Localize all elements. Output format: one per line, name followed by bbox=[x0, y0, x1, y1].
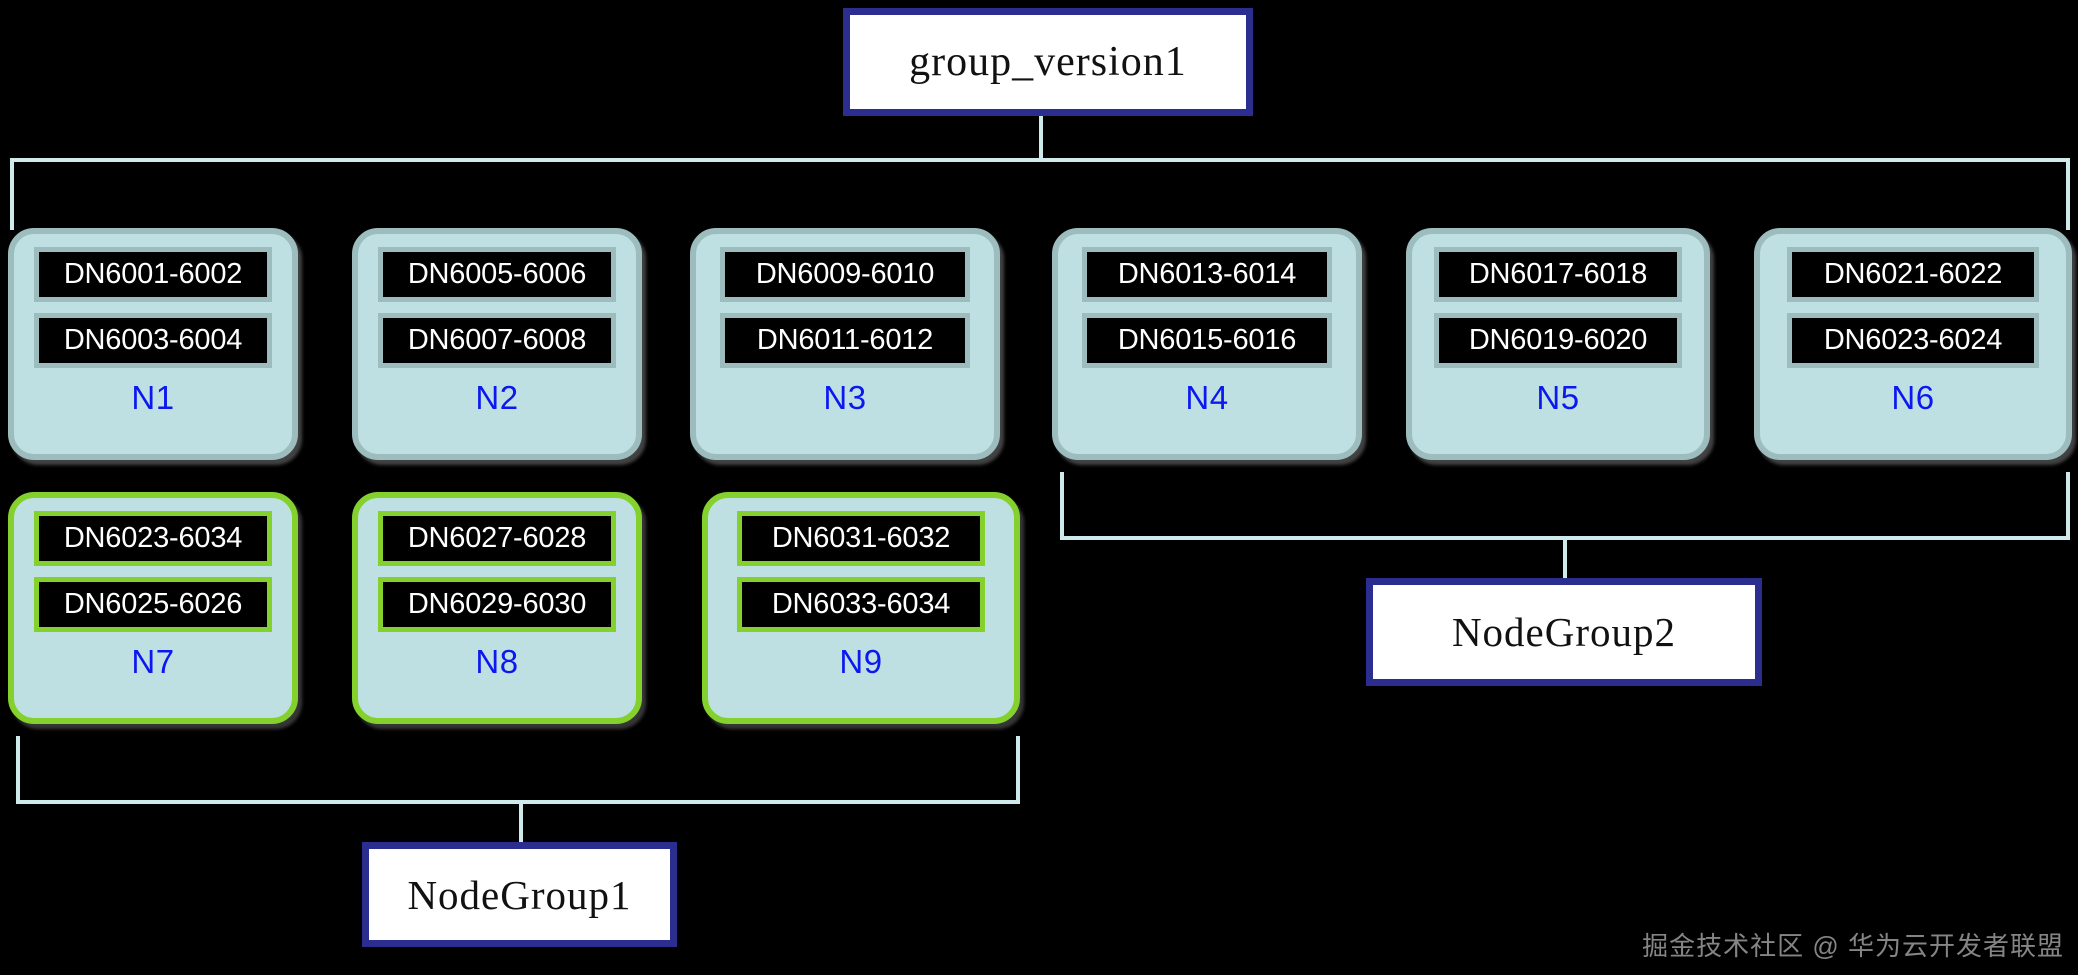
node-card-n1[interactable]: DN6001-6002 DN6003-6004 N1 bbox=[8, 228, 298, 460]
node-label: N6 bbox=[1891, 379, 1935, 416]
connector-ng1-bus bbox=[16, 800, 1020, 804]
connector-ng2-drop bbox=[1563, 536, 1567, 580]
connector-title-down bbox=[1039, 116, 1043, 160]
node-label: N1 bbox=[131, 379, 175, 416]
dn-box: DN6011-6012 bbox=[720, 313, 970, 368]
node-label: N7 bbox=[131, 643, 175, 680]
dn-box: DN6003-6004 bbox=[34, 313, 272, 368]
node-card-n3[interactable]: DN6009-6010 DN6011-6012 N3 bbox=[690, 228, 1000, 460]
node-label: N5 bbox=[1536, 379, 1580, 416]
dn-box: DN6005-6006 bbox=[378, 247, 616, 302]
title-box-label: group_version1 bbox=[909, 39, 1187, 85]
group-box-label: NodeGroup1 bbox=[407, 871, 632, 918]
dn-box: DN6025-6026 bbox=[34, 577, 272, 632]
group-box-nodegroup2[interactable]: NodeGroup2 bbox=[1366, 578, 1762, 686]
group-box-label: NodeGroup2 bbox=[1451, 609, 1677, 655]
node-card-n6[interactable]: DN6021-6022 DN6023-6024 N6 bbox=[1754, 228, 2072, 460]
connector-row1-drop-left bbox=[10, 158, 14, 230]
node-card-n9[interactable]: DN6031-6032 DN6033-6034 N9 bbox=[702, 492, 1020, 724]
dn-box: DN6009-6010 bbox=[720, 247, 970, 302]
node-label: N4 bbox=[1185, 379, 1229, 416]
dn-box: DN6031-6032 bbox=[737, 511, 985, 566]
connector-ng1-stub-right bbox=[1016, 736, 1020, 802]
node-label: N9 bbox=[839, 643, 883, 680]
dn-box: DN6029-6030 bbox=[378, 577, 616, 632]
dn-box: DN6001-6002 bbox=[34, 247, 272, 302]
dn-box: DN6033-6034 bbox=[737, 577, 985, 632]
dn-box: DN6027-6028 bbox=[378, 511, 616, 566]
dn-box: DN6013-6014 bbox=[1082, 247, 1332, 302]
node-label: N8 bbox=[475, 643, 519, 680]
connector-ng1-drop bbox=[519, 800, 523, 844]
dn-box: DN6015-6016 bbox=[1082, 313, 1332, 368]
connector-row1-drop-right bbox=[2066, 158, 2070, 230]
group-box-nodegroup1[interactable]: NodeGroup1 bbox=[362, 842, 677, 947]
dn-box: DN6023-6034 bbox=[34, 511, 272, 566]
dn-box: DN6019-6020 bbox=[1434, 313, 1682, 368]
node-label: N3 bbox=[823, 379, 867, 416]
connector-ng1-stub-left bbox=[16, 736, 20, 802]
node-card-n8[interactable]: DN6027-6028 DN6029-6030 N8 bbox=[352, 492, 642, 724]
watermark-text: 掘金技术社区 @ 华为云开发者联盟 bbox=[1642, 931, 2064, 961]
dn-box: DN6021-6022 bbox=[1787, 247, 2039, 302]
dn-box: DN6007-6008 bbox=[378, 313, 616, 368]
dn-box: DN6017-6018 bbox=[1434, 247, 1682, 302]
node-label: N2 bbox=[475, 379, 519, 416]
title-box-group-version1[interactable]: group_version1 bbox=[843, 8, 1253, 116]
node-card-n5[interactable]: DN6017-6018 DN6019-6020 N5 bbox=[1406, 228, 1710, 460]
dn-box: DN6023-6024 bbox=[1787, 313, 2039, 368]
connector-ng2-stub-right bbox=[2066, 472, 2070, 538]
connector-ng2-stub-left bbox=[1060, 472, 1064, 538]
node-card-n4[interactable]: DN6013-6014 DN6015-6016 N4 bbox=[1052, 228, 1362, 460]
connector-row1-bus bbox=[10, 158, 2070, 162]
node-card-n7[interactable]: DN6023-6034 DN6025-6026 N7 bbox=[8, 492, 298, 724]
node-card-n2[interactable]: DN6005-6006 DN6007-6008 N2 bbox=[352, 228, 642, 460]
